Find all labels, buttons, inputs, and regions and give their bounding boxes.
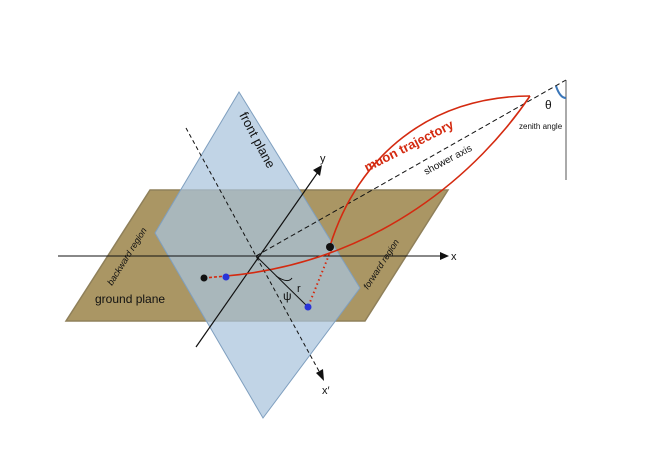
x-prime-axis-line — [185, 127, 321, 374]
y-axis-line — [195, 171, 319, 348]
muon-trajectory-curve-2 — [225, 95, 531, 277]
ground-plane-label: ground plane — [95, 292, 165, 306]
theta-label: θ — [545, 98, 552, 112]
muon-trajectory-curve-1 — [329, 95, 531, 247]
zenith-angle-arc — [555, 85, 567, 99]
muon-projection-dotted — [307, 249, 332, 308]
x-prime-axis-label: x′ — [322, 385, 330, 397]
x-axis-label: x — [451, 251, 457, 263]
muon-hit-dot-backward — [200, 274, 208, 282]
distance-r-line — [255, 255, 309, 308]
muon-ground-dot-backward — [222, 273, 230, 281]
shower-axis-line — [255, 79, 567, 257]
zenith-angle-label: zenith angle — [519, 122, 563, 131]
y-axis-label: y — [320, 153, 326, 165]
psi-label: ψ — [283, 289, 292, 303]
muon-trajectory-hit-link — [203, 275, 227, 279]
x-prime-axis-arrowhead — [316, 369, 324, 381]
x-axis-arrowhead — [440, 252, 449, 260]
shower-axis-label: shower axis — [422, 143, 474, 178]
psi-angle-arc — [275, 275, 293, 282]
r-label: r — [297, 283, 301, 295]
muon-ground-dot-forward — [304, 303, 312, 311]
muon-hit-dot-front-plane — [326, 243, 334, 251]
y-axis-arrowhead — [313, 165, 322, 176]
